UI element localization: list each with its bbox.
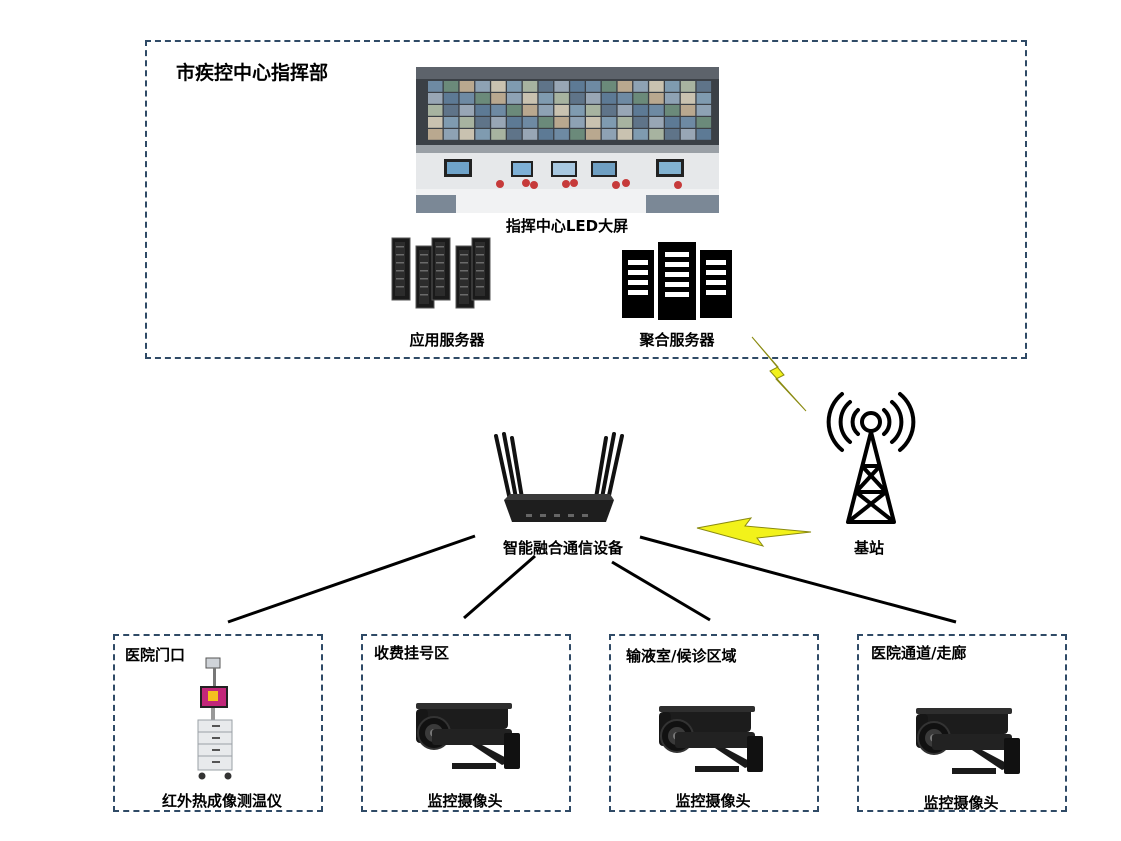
base-station-tower-icon [826, 392, 916, 524]
zone-title-infusion: 输液室/候诊区域 [626, 647, 737, 665]
app-server-label: 应用服务器 [409, 331, 485, 349]
led-screen-label: 指挥中心LED大屏 [505, 217, 629, 235]
thermal-imager-icon [197, 657, 233, 780]
camera-label-registration: 监控摄像头 [427, 792, 503, 810]
base-station-label: 基站 [853, 539, 885, 557]
link-to-corridor [639, 535, 957, 624]
command-center-box [145, 40, 1027, 359]
router-icon [494, 432, 624, 522]
zone-box-entrance [113, 634, 323, 812]
wireless-link-top-icon [751, 336, 807, 412]
wireless-link-bottom-icon [696, 517, 812, 547]
command-center-title: 市疾控中心指挥部 [176, 62, 329, 84]
zone-box-corridor [857, 634, 1067, 812]
camera-label-corridor: 监控摄像头 [923, 794, 999, 812]
led-screen-image [416, 67, 719, 213]
camera-label-infusion: 监控摄像头 [675, 792, 751, 810]
thermal-imager-label: 红外热成像测温仪 [161, 792, 283, 810]
zone-box-infusion [609, 634, 819, 812]
camera-icon-corridor [916, 708, 1020, 774]
agg-server-label: 聚合服务器 [639, 331, 715, 349]
gateway-label: 智能融合通信设备 [502, 539, 624, 557]
link-to-infusion [611, 560, 711, 622]
agg-server-icon [622, 242, 732, 320]
zone-title-corridor: 医院通道/走廊 [871, 644, 967, 662]
camera-icon-registration [416, 703, 520, 769]
camera-icon-infusion [659, 706, 763, 772]
zone-box-registration [361, 634, 571, 812]
link-to-registration [463, 554, 536, 620]
link-to-gate [227, 534, 476, 624]
app-server-icon [391, 237, 491, 309]
zone-title-registration: 收费挂号区 [374, 644, 450, 662]
zone-title-entrance: 医院门口 [125, 646, 186, 664]
